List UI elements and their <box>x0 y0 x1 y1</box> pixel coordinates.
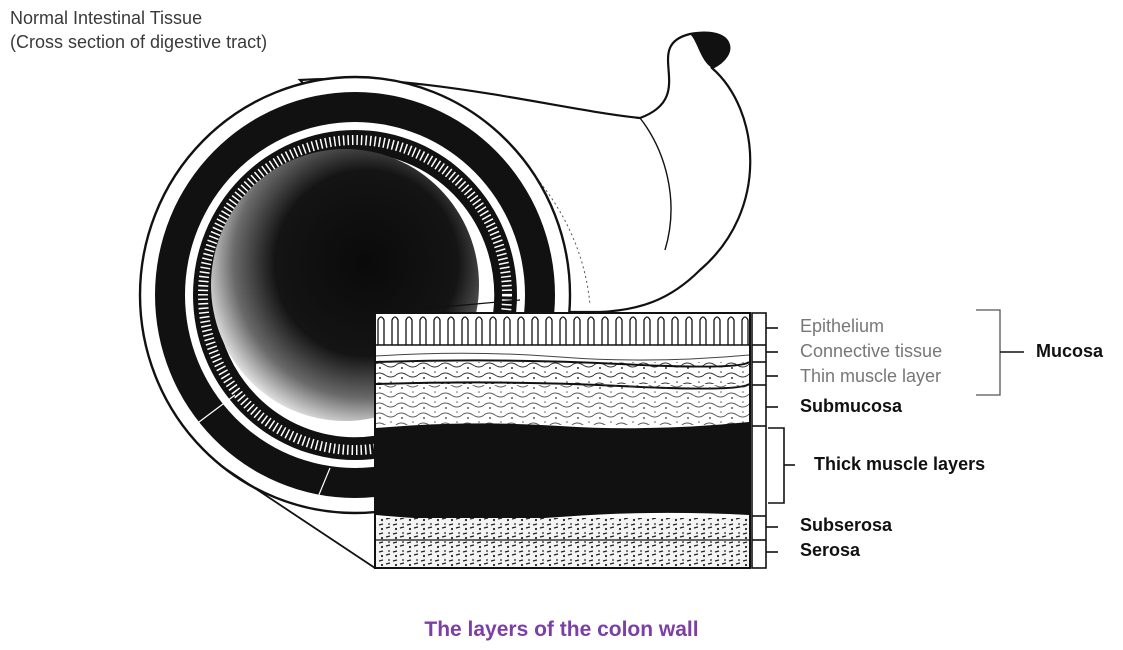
thick-muscle-band <box>376 422 749 520</box>
label-epithelium: Epithelium <box>800 316 884 337</box>
label-mucosa: Mucosa <box>1036 341 1103 362</box>
label-serosa: Serosa <box>800 540 860 561</box>
label-connective-tissue: Connective tissue <box>800 341 942 362</box>
serosa-band <box>376 540 749 567</box>
subserosa-band <box>376 518 749 540</box>
label-thick-muscle-layers: Thick muscle layers <box>814 454 985 475</box>
label-thin-muscle-layer: Thin muscle layer <box>800 366 941 387</box>
diagram-caption: The layers of the colon wall <box>0 618 1123 642</box>
label-subserosa: Subserosa <box>800 515 892 536</box>
submucosa-band <box>376 385 749 425</box>
label-submucosa: Submucosa <box>800 396 902 417</box>
thin-muscle-band <box>376 362 749 384</box>
layer-block <box>375 313 750 568</box>
